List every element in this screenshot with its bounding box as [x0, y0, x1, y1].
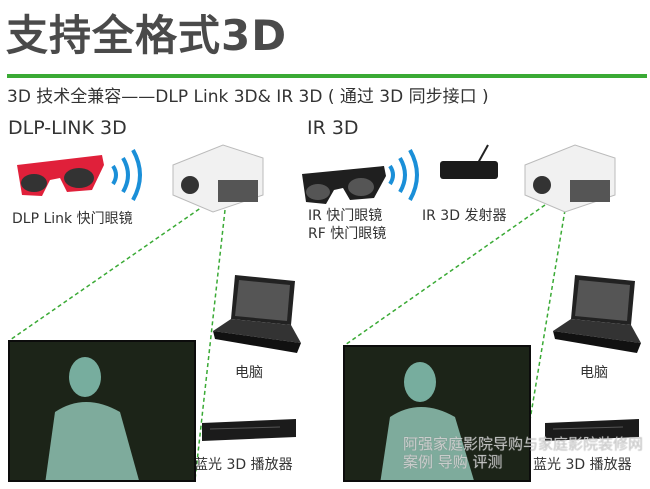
watermark-line-1: 阿强家庭影院导购与家庭影院装修网 [403, 435, 644, 453]
bluray-player-label: 蓝光 3D 播放器 [533, 457, 632, 473]
ir-glasses-label: IR 快门眼镜 [308, 208, 383, 224]
ir-glasses-icon [302, 166, 386, 204]
bluray-player-label: 蓝光 3D 播放器 [194, 457, 293, 473]
page-title: 支持全格式3D [6, 11, 288, 60]
projector-icon [524, 144, 616, 213]
laptop-label: 电脑 [235, 365, 263, 381]
dlp-link-heading: DLP-LINK 3D [8, 117, 127, 139]
ir-emitter-icon [440, 144, 498, 179]
dlp-glasses-icon [17, 155, 104, 196]
rf-glasses-label: RF 快门眼镜 [308, 226, 387, 242]
ir-emitter-label: IR 3D 发射器 [422, 208, 507, 224]
subtitle: 3D 技术全兼容——DLP Link 3D& IR 3D ( 通过 3D 同步接… [7, 87, 489, 107]
projection-screen [8, 340, 196, 482]
dlp-glasses-label: DLP Link 快门眼镜 [12, 211, 133, 227]
bluray-player-icon [545, 419, 639, 441]
laptop-label: 电脑 [580, 365, 608, 381]
projector-icon [172, 144, 264, 213]
wireless-signal-icon [111, 149, 142, 201]
laptop-icon [553, 275, 641, 353]
watermark-line-2: 案例 导购 评测 [403, 453, 503, 471]
ir-3d-heading: IR 3D [307, 117, 359, 139]
divider [7, 74, 647, 78]
wireless-signal-icon [388, 149, 419, 201]
projection-screen [343, 345, 531, 482]
laptop-icon [213, 275, 301, 353]
bluray-player-icon [202, 419, 296, 441]
